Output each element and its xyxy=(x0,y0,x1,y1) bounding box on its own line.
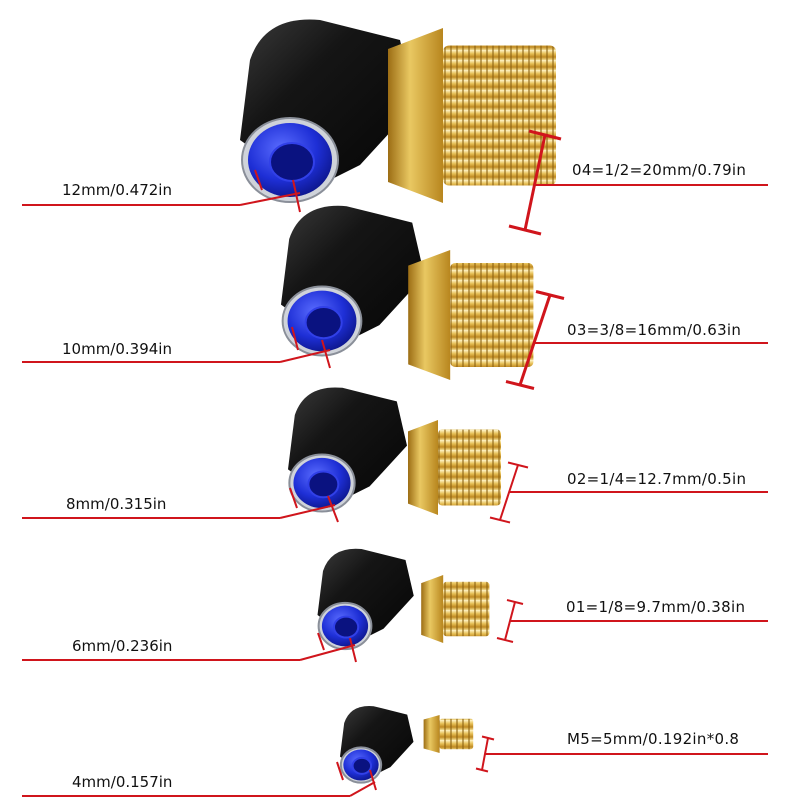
thread-dimension-line-1 xyxy=(505,290,768,390)
brass-hex-nut xyxy=(423,715,440,753)
elbow-fitting-4 xyxy=(339,705,474,784)
tube-size-label-6mm: 6mm/0.236in xyxy=(72,637,173,655)
tube-bore xyxy=(333,615,360,639)
tube-size-label-10mm: 10mm/0.394in xyxy=(62,340,172,358)
tube-bore xyxy=(269,142,315,182)
thread-size-label-1-4: 02=1/4=12.7mm/0.5in xyxy=(567,470,747,488)
thread-size-label-3-8: 03=3/8=16mm/0.63in xyxy=(567,321,742,339)
tube-dimension-line-1 xyxy=(22,326,331,369)
brass-hex-nut xyxy=(408,420,438,515)
elbow-fitting-1 xyxy=(281,205,534,380)
tube-bore xyxy=(304,306,343,340)
brass-thread xyxy=(439,718,474,750)
thread-size-label-m5: M5=5mm/0.192in*0.8 xyxy=(567,730,740,748)
thread-size-label-1-2: 04=1/2=20mm/0.79in xyxy=(572,161,747,179)
thread-size-label-1-8: 01=1/8=9.7mm/0.38in xyxy=(566,598,746,616)
tube-size-label-4mm: 4mm/0.157in xyxy=(72,773,173,791)
thread-dimension-line-2 xyxy=(489,461,768,524)
elbow-fitting-2 xyxy=(288,387,501,515)
brass-hex-nut xyxy=(408,250,451,380)
brass-thread xyxy=(443,581,490,637)
tube-dimension-line-0 xyxy=(22,169,301,213)
tube-dimension-line-2 xyxy=(22,487,339,523)
tube-bore xyxy=(351,756,373,775)
tube-bore xyxy=(307,470,340,499)
thread-dimension-line-0 xyxy=(508,129,768,236)
elbow-fitting-3 xyxy=(317,548,490,651)
brass-hex-nut xyxy=(388,28,443,203)
tube-size-label-8mm: 8mm/0.315in xyxy=(66,495,167,513)
brass-thread xyxy=(438,429,501,506)
elbow-fitting-0 xyxy=(240,19,556,203)
brass-thread xyxy=(450,263,534,367)
thread-dimension-line-4 xyxy=(475,735,768,773)
thread-dimension-line-3 xyxy=(496,599,768,643)
brass-thread xyxy=(443,45,556,186)
tube-dimension-line-4 xyxy=(22,761,377,797)
brass-hex-nut xyxy=(421,575,444,643)
tube-size-label-12mm: 12mm/0.472in xyxy=(62,181,172,199)
tube-dimension-line-3 xyxy=(22,632,357,663)
